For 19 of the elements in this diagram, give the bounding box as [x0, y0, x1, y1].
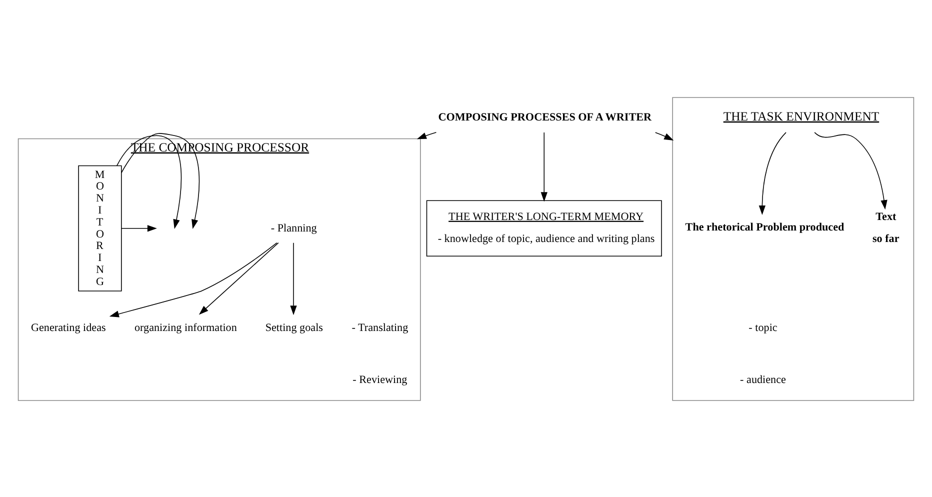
- arrow: [758, 132, 786, 215]
- arrow: [540, 132, 548, 202]
- node-text: Generating ideas: [30, 322, 106, 334]
- arrow: [290, 242, 297, 315]
- arrow: [121, 224, 157, 232]
- arrow: [116, 134, 182, 228]
- node-text: - Planning: [270, 222, 317, 234]
- node-box: MONITORING: [78, 164, 122, 291]
- node-text: The rhetorical Problem produced: [685, 221, 844, 234]
- node-text: Text so far: [872, 210, 900, 245]
- node-text: Setting goals: [265, 322, 323, 334]
- node-text: organizing information: [134, 322, 237, 334]
- arrow: [814, 132, 888, 210]
- arrow: [654, 132, 674, 140]
- node-box: THE WRITER'S LONG-TERM MEMORY - knowledge of topic, audience and writing plans: [426, 200, 662, 256]
- arrow: [109, 242, 278, 317]
- arrow: [416, 132, 437, 139]
- arrow: [198, 242, 279, 314]
- node-text: COMPOSING PROCESSES OF A WRITER: [438, 110, 652, 123]
